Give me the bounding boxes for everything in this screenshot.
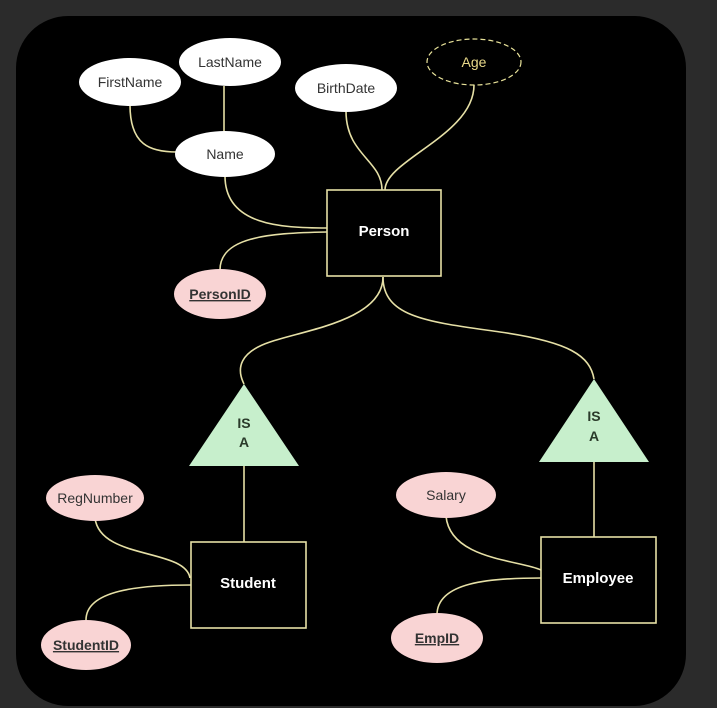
attribute-name-label: Name — [206, 146, 244, 162]
edge-age-person — [384, 84, 475, 191]
edge-salary-employee — [445, 515, 542, 571]
attribute-salary: Salary — [396, 472, 496, 518]
attribute-studentid-label: StudentID — [53, 637, 119, 653]
attribute-empid-label: EmpID — [415, 630, 459, 646]
isa-employee-line1: IS — [587, 408, 600, 424]
entity-person-label: Person — [359, 223, 410, 240]
attribute-firstname-label: FirstName — [98, 74, 163, 90]
isa-student: IS A — [189, 384, 299, 466]
isa-student-line2: A — [239, 434, 249, 450]
edge-firstname-name — [129, 104, 178, 153]
attribute-name: Name — [175, 131, 275, 177]
edge-regnumber-student — [94, 517, 191, 579]
entity-employee-label: Employee — [563, 570, 634, 587]
attribute-birthdate: BirthDate — [295, 64, 397, 112]
connectors — [85, 84, 595, 621]
edge-empid-employee — [436, 577, 542, 616]
entity-person: Person — [326, 189, 442, 277]
attribute-regnumber-label: RegNumber — [57, 490, 133, 506]
edge-birthdate-person — [345, 110, 383, 191]
edge-personid-person — [219, 231, 328, 271]
edge-name-person — [224, 175, 328, 229]
attribute-empid-key: EmpID — [391, 613, 483, 663]
attribute-salary-label: Salary — [426, 487, 466, 503]
attribute-studentid-key: StudentID — [41, 620, 131, 670]
attribute-personid-key: PersonID — [174, 269, 266, 319]
isa-student-line1: IS — [237, 415, 250, 431]
attribute-birthdate-label: BirthDate — [317, 80, 376, 96]
attribute-age-derived: Age — [426, 38, 522, 86]
entity-student: Student — [190, 541, 307, 629]
attribute-lastname-label: LastName — [198, 54, 262, 70]
isa-employee: IS A — [539, 379, 649, 462]
diagram-canvas — [16, 16, 686, 706]
edge-studentid-student — [85, 584, 192, 621]
attribute-lastname: LastName — [179, 38, 281, 86]
attribute-age-label: Age — [462, 54, 487, 70]
attribute-personid-label: PersonID — [189, 286, 250, 302]
entity-student-label: Student — [220, 575, 276, 592]
attribute-firstname: FirstName — [79, 58, 181, 106]
isa-employee-line2: A — [589, 428, 599, 444]
edge-person-isa-student — [239, 276, 384, 385]
edge-person-isa-employee — [382, 276, 595, 380]
entity-employee: Employee — [540, 536, 657, 624]
attribute-regnumber: RegNumber — [46, 475, 144, 521]
